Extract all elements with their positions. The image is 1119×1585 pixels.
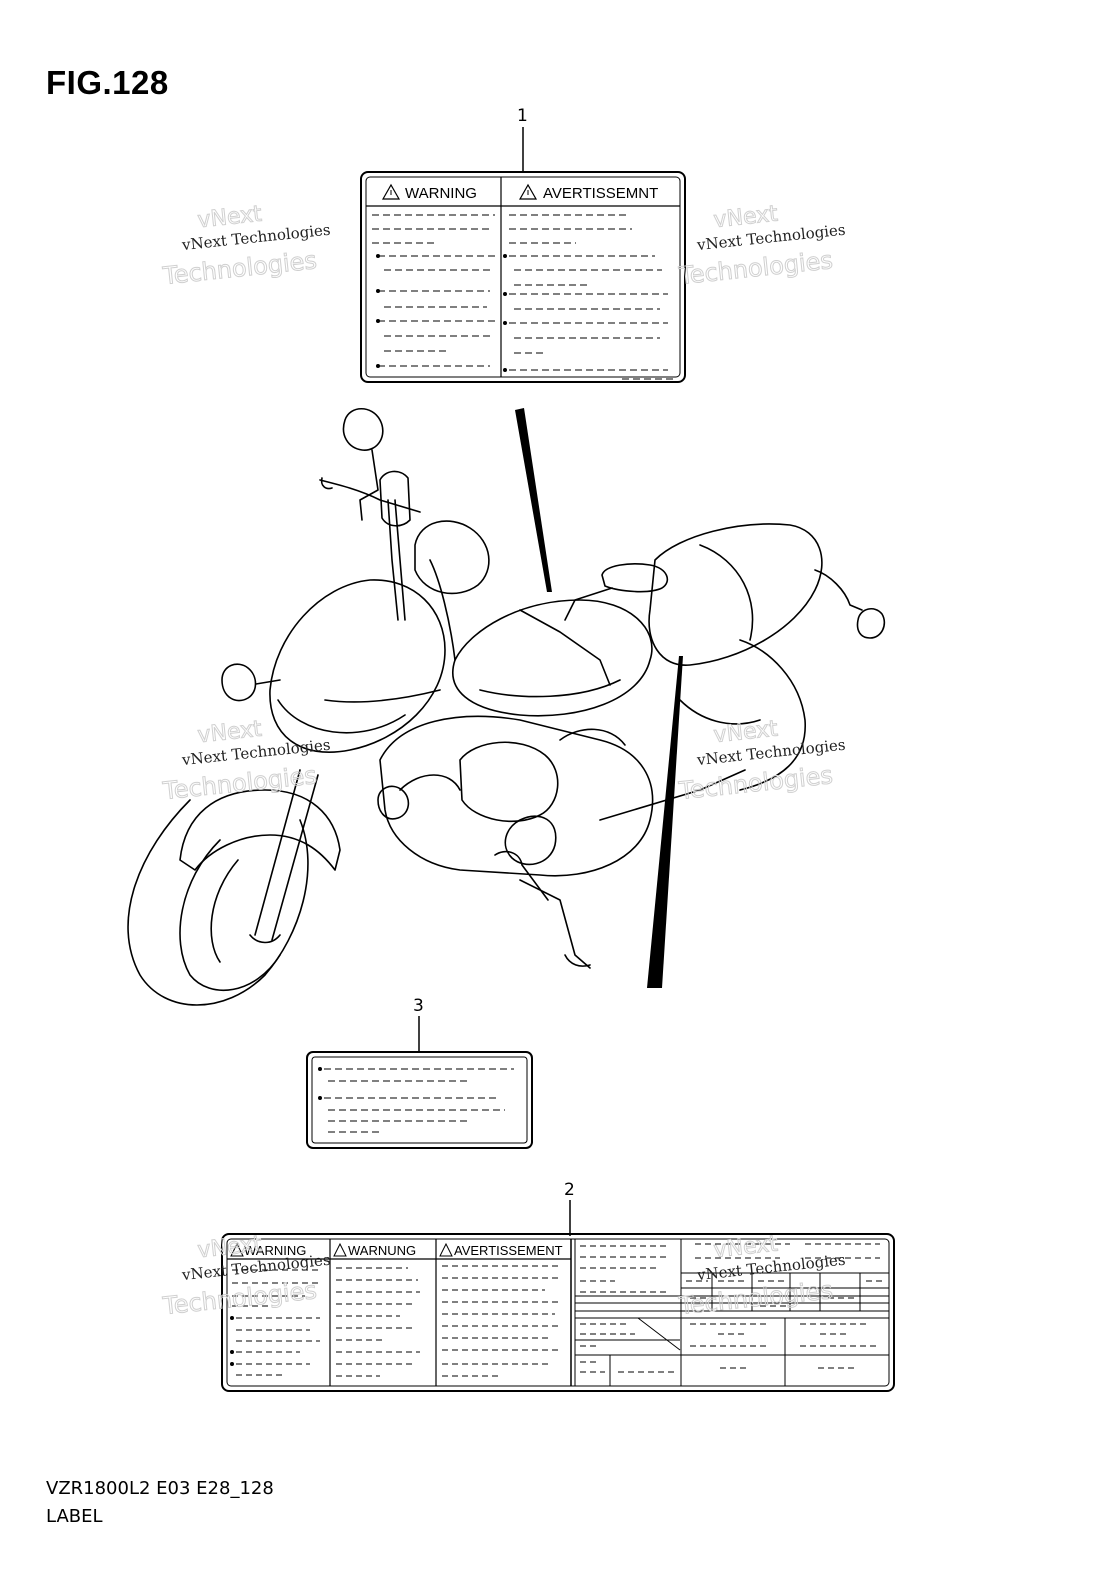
caution-label-3 — [306, 1051, 533, 1149]
label-1-avertissement-heading: AVERTISSEMNT — [543, 185, 658, 202]
label-2-warning-heading: WARNING — [244, 1243, 306, 1258]
warning-triangle-icon — [381, 183, 401, 200]
warning-label-1 — [360, 171, 686, 383]
callout-number-3: 3 — [413, 996, 424, 1016]
callout-number-1: 1 — [517, 106, 528, 126]
callout-number-2: 2 — [564, 1180, 575, 1200]
motorcycle-illustration — [127, 407, 886, 1006]
warning-triangle-icon — [230, 1242, 244, 1257]
watermark-middle-left: vNext vNext Technologies Technologies — [160, 716, 331, 806]
warning-triangle-icon — [518, 183, 538, 200]
warning-triangle-icon — [439, 1242, 453, 1257]
model-code: VZR1800L2 E03 E28_128 — [46, 1478, 274, 1499]
figure-title: FIG.128 — [46, 64, 169, 101]
watermark-top-right: vNext vNext Technologies Technologies — [676, 201, 846, 291]
warning-triangle-icon — [333, 1242, 347, 1257]
label-1-warning-heading: WARNING — [405, 185, 477, 202]
figure-description: LABEL — [46, 1506, 103, 1527]
label-2-avertissement-heading: AVERTISSEMENT — [454, 1243, 563, 1258]
watermark-middle-right: vNext vNext Technologies Technologies — [676, 716, 846, 806]
watermark-bottom-left: vNext vNext Technologies Technologies — [160, 1231, 331, 1321]
leader-lines — [418, 127, 683, 1236]
watermark-top-left: vNext vNext Technologies Technologies — [160, 201, 331, 291]
information-label-2 — [221, 1233, 895, 1392]
label-2-warnung-heading: WARNUNG — [348, 1243, 416, 1258]
